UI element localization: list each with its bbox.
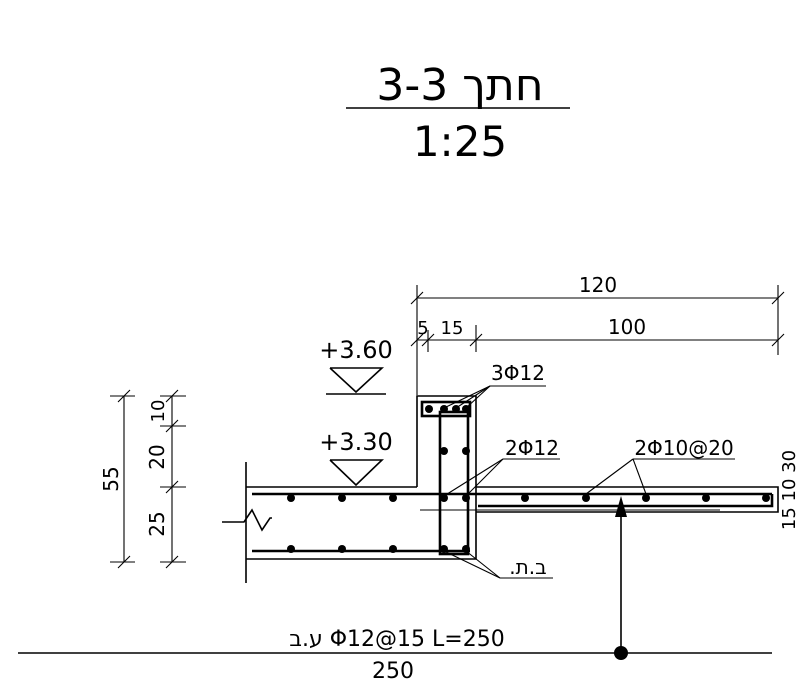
dim-25-label: 25	[145, 511, 169, 536]
rebar-dot	[582, 494, 590, 502]
bottom-length-label: 250	[372, 659, 414, 684]
mid-bars-label: 2Φ12	[505, 436, 559, 460]
dim-120-label: 120	[579, 273, 617, 297]
slab-hook-bar	[478, 494, 774, 508]
dim-10-label: 10	[148, 400, 169, 423]
scale-label: 1:25	[413, 117, 507, 166]
dim-height-total: 55	[99, 389, 135, 569]
reinforcement	[252, 400, 774, 556]
rebar-dot	[425, 405, 433, 413]
rebar-dot	[287, 545, 295, 553]
rebar-dot	[389, 545, 397, 553]
dim-20-label: 20	[145, 444, 169, 469]
rebar-dot	[642, 494, 650, 502]
bottom-bar-detail: ע.ב Φ12@15 L=250 250	[18, 496, 772, 684]
callout-top-bars: 3Φ12	[443, 361, 546, 409]
rebar-dot	[462, 447, 470, 455]
dim-row-2: 5 15 100	[410, 315, 785, 352]
callout-slab-bars: 2Φ10@20	[585, 436, 735, 495]
concrete-outline	[222, 395, 779, 583]
bottom-bar-label: ע.ב Φ12@15 L=250	[289, 627, 504, 652]
rebar-dot	[702, 494, 710, 502]
rebar-dot	[338, 545, 346, 553]
dim-55-label: 55	[99, 466, 123, 491]
dim-height-parts: 10 20 25	[145, 389, 186, 569]
rebar-dot	[440, 447, 448, 455]
right-edge-dims: 15 10 30	[779, 450, 799, 530]
rebar-dots	[287, 405, 770, 553]
dim-15-label: 15	[441, 318, 464, 339]
rebar-dot	[521, 494, 529, 502]
rebar-dot	[287, 494, 295, 502]
rebar-dot	[762, 494, 770, 502]
bottom-note-label: .ב.ת	[509, 555, 546, 579]
rebar-dot	[462, 545, 470, 553]
rebar-dot	[462, 494, 470, 502]
dim-100-label: 100	[608, 315, 646, 339]
level-marker-top: +3.60	[319, 336, 393, 395]
dim-overall: 120	[410, 273, 785, 395]
rebar-dot	[462, 405, 470, 413]
rebar-dot	[338, 494, 346, 502]
slab-bars-label: 2Φ10@20	[634, 436, 733, 460]
section-title: חתך 3-3	[376, 60, 543, 111]
level-top-label: +3.60	[319, 336, 393, 364]
rebar-dot	[440, 494, 448, 502]
callout-bottom: .ב.ת	[443, 550, 553, 579]
pointer-arrow	[615, 496, 627, 517]
dim-5-label: 5	[417, 318, 428, 339]
rebar-dot	[440, 545, 448, 553]
level-marker-slab: +3.30	[319, 428, 393, 487]
callout-mid-bars: 2Φ12	[443, 436, 560, 497]
rebar-dot	[389, 494, 397, 502]
top-bars-label: 3Φ12	[491, 361, 545, 385]
level-slab-label: +3.30	[319, 428, 393, 456]
